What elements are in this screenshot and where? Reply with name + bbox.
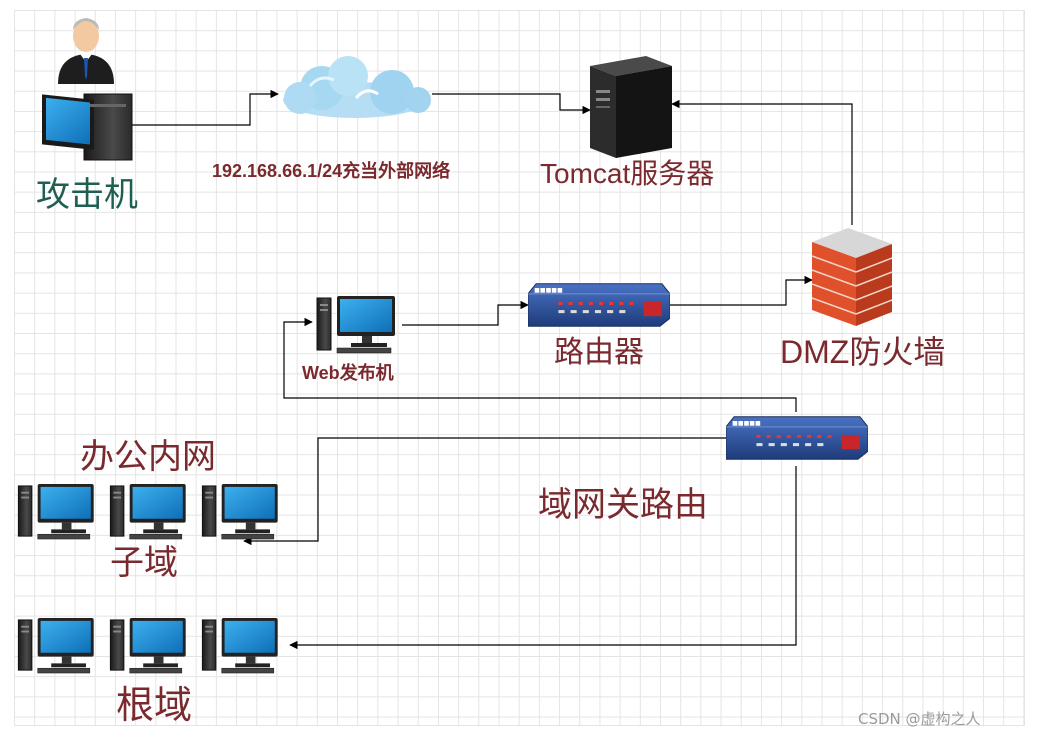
link-attacker-cloud (132, 89, 279, 126)
attacker-label: 攻击机 (36, 175, 138, 215)
router-label: 路由器 (554, 336, 644, 369)
rootdomain-desktops (17, 618, 279, 674)
cloud-icon (283, 56, 431, 118)
desktop-icon (17, 618, 95, 674)
link-firewall-tomcat (671, 99, 853, 225)
attacker-desktop-icon (42, 93, 133, 161)
gateway-router-icon (726, 416, 868, 460)
link-gateway-subdomain (243, 437, 726, 546)
domain-gateway-label: 域网关路由 (538, 485, 708, 525)
web-host-desktop-icon (316, 296, 396, 354)
connector-lines (132, 89, 853, 650)
router-icon (528, 283, 670, 327)
link-gateway-web (283, 317, 797, 412)
root-domain-label: 根域 (116, 683, 193, 727)
grid-canvas (14, 10, 1025, 726)
desktop-icon (109, 484, 187, 540)
watermark: CSDN @虚构之人 (858, 710, 981, 728)
link-router-firewall (670, 275, 813, 306)
desktop-icon (201, 618, 279, 674)
desktop-icon (109, 618, 187, 674)
tomcat-label: Tomcat服务器 (540, 158, 715, 189)
external-network-label: 192.168.66.1/24充当外部网络 (212, 161, 451, 181)
link-web-router (402, 300, 529, 326)
subdomain-label: 子域 (110, 543, 178, 583)
desktop-icon (17, 484, 95, 540)
link-cloud-tomcat (432, 93, 591, 115)
subdomain-desktops (17, 484, 279, 540)
dmz-firewall-label: DMZ防火墙 (780, 334, 946, 370)
firewall-icon (811, 228, 893, 326)
desktop-icon (201, 484, 279, 540)
office-lan-label: 办公内网 (80, 437, 216, 477)
attacker-node (42, 18, 133, 161)
web-host-label: Web发布机 (302, 363, 394, 383)
link-gateway-rootdomain (289, 466, 797, 650)
server-icon (590, 56, 672, 158)
user-icon (58, 18, 114, 84)
